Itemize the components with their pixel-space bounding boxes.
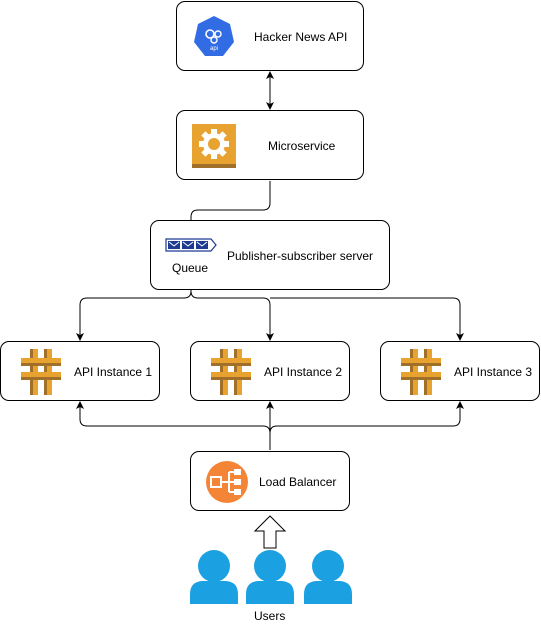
edge-queue-api3 xyxy=(270,297,464,341)
load-balancer-label: Load Balancer xyxy=(259,475,337,489)
svg-text:api: api xyxy=(210,46,218,52)
microservice-node[interactable]: Microservice xyxy=(176,110,364,180)
users-icon xyxy=(190,550,352,604)
edge-lb-api1 xyxy=(76,401,271,450)
api-instance-2-label: API Instance 2 xyxy=(264,365,343,379)
hacker-news-api-label: Hacker News API xyxy=(254,30,348,44)
api-gateway-icon xyxy=(211,349,251,395)
users-group[interactable]: Users xyxy=(186,548,356,624)
api-instance-1-node[interactable]: API Instance 1 xyxy=(0,341,160,401)
edge-users-lb-arrow xyxy=(253,515,287,549)
api-instance-1-label: API Instance 1 xyxy=(74,365,153,379)
api-instance-2-node[interactable]: API Instance 2 xyxy=(190,341,350,401)
api-instance-3-label: API Instance 3 xyxy=(454,365,533,379)
users-label: Users xyxy=(254,609,286,623)
kubernetes-api-icon: api xyxy=(194,16,234,56)
microservice-label: Microservice xyxy=(268,139,336,153)
edge-microservice-queue xyxy=(187,181,271,237)
edge-queue-api1 xyxy=(76,256,192,341)
api-instance-3-node[interactable]: API Instance 3 xyxy=(380,341,540,401)
edge-queue-api2 xyxy=(190,290,274,341)
edge-lb-api3 xyxy=(269,401,464,434)
load-balancer-node[interactable]: Load Balancer xyxy=(190,451,350,511)
api-gateway-icon xyxy=(401,349,441,395)
gear-icon xyxy=(192,124,236,168)
pubsub-server-label: Publisher-subscriber server xyxy=(227,249,374,263)
pubsub-server-node[interactable]: Queue Publisher-subscriber server xyxy=(150,220,390,290)
load-balancer-icon xyxy=(206,461,248,503)
hacker-news-api-node[interactable]: api Hacker News API xyxy=(176,1,364,71)
api-gateway-icon xyxy=(21,349,61,395)
queue-icon xyxy=(165,238,217,252)
queue-label: Queue xyxy=(172,261,209,275)
